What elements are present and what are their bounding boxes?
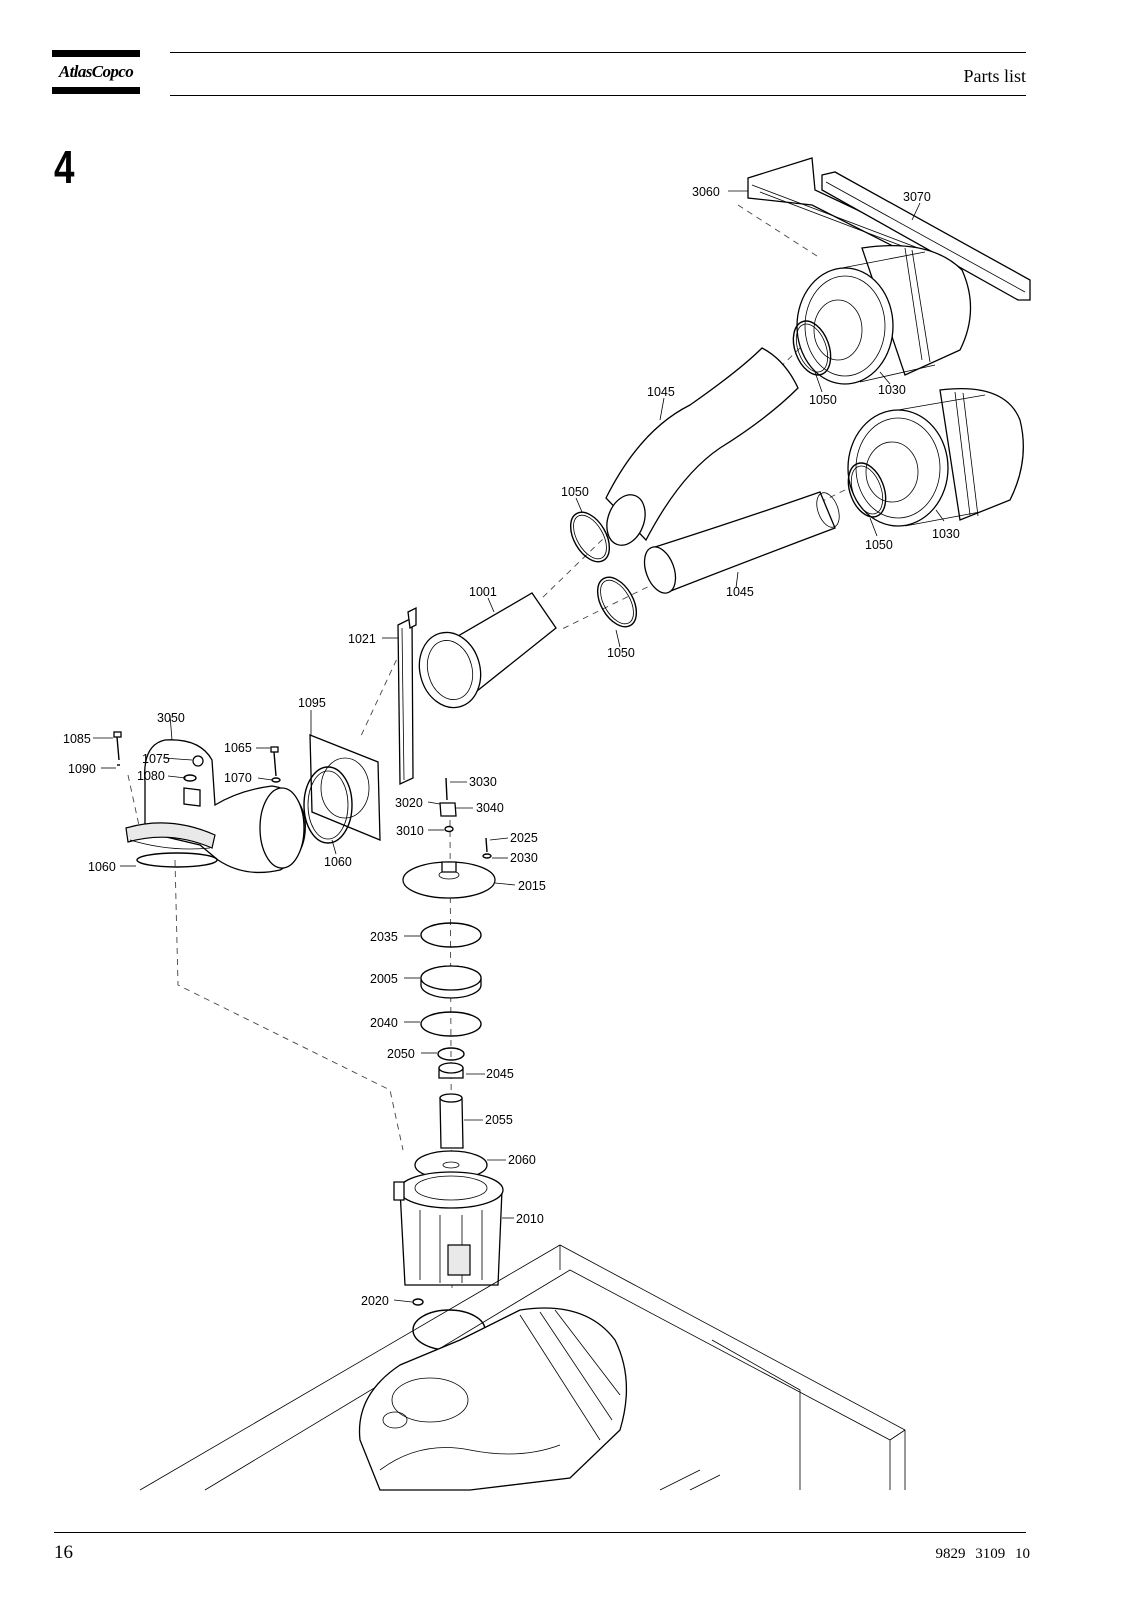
- assembly-line: [127, 774, 141, 831]
- callout-1080: 1080: [137, 769, 165, 783]
- callout-2005: 2005: [370, 972, 398, 986]
- valve-3020-3040: [439, 777, 457, 833]
- callout-1030: 1030: [932, 527, 960, 541]
- bracket-3070: [821, 171, 1031, 301]
- clamp-1050-upper-left: [569, 511, 611, 563]
- callout-1090: 1090: [68, 762, 96, 776]
- bolt-1065: [270, 746, 281, 783]
- atlas-copco-logo: AtlasCopco: [52, 50, 140, 94]
- ring-2040: [420, 1011, 482, 1037]
- callout-2015: 2015: [518, 879, 546, 893]
- base-frame: [139, 1244, 906, 1491]
- ring-2050: [437, 1047, 465, 1061]
- air-filter-1030-lower: [847, 387, 1024, 527]
- callout-1060: 1060: [88, 860, 116, 874]
- callout-2045: 2045: [486, 1067, 514, 1081]
- callout-2055: 2055: [485, 1113, 513, 1127]
- header-rule-bottom: [170, 95, 1026, 96]
- gasket-1060-right: [303, 766, 353, 844]
- callout-3070: 3070: [903, 190, 931, 204]
- callout-1045: 1045: [726, 585, 754, 599]
- clamp-1050-lower-right: [847, 462, 887, 518]
- leader-lines: [93, 190, 945, 1303]
- callout-1050: 1050: [607, 646, 635, 660]
- callout-1021: 1021: [348, 632, 376, 646]
- callout-1050: 1050: [809, 393, 837, 407]
- air-filter-1030-upper: [796, 245, 972, 385]
- compressor-element: [358, 1307, 628, 1491]
- bolt-2025-2030: [482, 837, 492, 859]
- callout-2060: 2060: [508, 1153, 536, 1167]
- callout-3030: 3030: [469, 775, 497, 789]
- elbow-3050: [125, 739, 306, 874]
- logo-wordmark: AtlasCopco: [58, 62, 134, 81]
- callout-3050: 3050: [157, 711, 185, 725]
- callout-2030: 2030: [510, 851, 538, 865]
- shaft-2055: [439, 1093, 464, 1149]
- cover-2015: [402, 861, 496, 899]
- bush-2045: [438, 1062, 464, 1079]
- callout-1050: 1050: [561, 485, 589, 499]
- callout-2050: 2050: [387, 1047, 415, 1061]
- callout-2035: 2035: [370, 930, 398, 944]
- callout-2020: 2020: [361, 1294, 389, 1308]
- ring-2035: [420, 922, 482, 948]
- callout-1060: 1060: [324, 855, 352, 869]
- assembly-line: [737, 204, 821, 259]
- assembly-line: [174, 859, 404, 1151]
- callout-3060: 3060: [692, 185, 720, 199]
- callout-1001: 1001: [469, 585, 497, 599]
- logo-bar-bottom: [52, 87, 140, 94]
- callout-2010: 2010: [516, 1212, 544, 1226]
- clamp-1050-upper-right: [792, 320, 832, 376]
- gasket-1060-left: [136, 852, 218, 868]
- callout-1085: 1085: [63, 732, 91, 746]
- callout-2040: 2040: [370, 1016, 398, 1030]
- hose-1045-lower: [643, 491, 840, 594]
- hose-1045-upper: [605, 347, 799, 546]
- fittings-1075-1080: [183, 755, 204, 807]
- page-title: Parts list: [963, 66, 1026, 86]
- callout-1065: 1065: [224, 741, 252, 755]
- header-rule-top: [170, 52, 1026, 53]
- y-piece-1001: [418, 592, 557, 709]
- callout-2025: 2025: [510, 831, 538, 845]
- page-number: 16: [54, 1542, 73, 1563]
- support-1021: [397, 606, 417, 786]
- piston-2005: [420, 965, 482, 999]
- callout-1095: 1095: [298, 696, 326, 710]
- callout-3010: 3010: [396, 824, 424, 838]
- callout-3020: 3020: [395, 796, 423, 810]
- bolt-1085: [113, 731, 122, 766]
- callout-1050: 1050: [865, 538, 893, 552]
- callout-1045: 1045: [647, 385, 675, 399]
- clamp-1050-lower-left: [596, 576, 638, 628]
- callout-1030: 1030: [878, 383, 906, 397]
- callout-3040: 3040: [476, 801, 504, 815]
- housing-2010: [393, 1171, 504, 1286]
- callout-1075: 1075: [142, 752, 170, 766]
- footer-rule: [54, 1532, 1026, 1533]
- logo-bar-top: [52, 50, 140, 57]
- document-number: 9829 3109 10: [935, 1546, 1031, 1562]
- section-number: 4: [54, 141, 75, 193]
- oring-2020: [412, 1298, 424, 1306]
- callout-1070: 1070: [224, 771, 252, 785]
